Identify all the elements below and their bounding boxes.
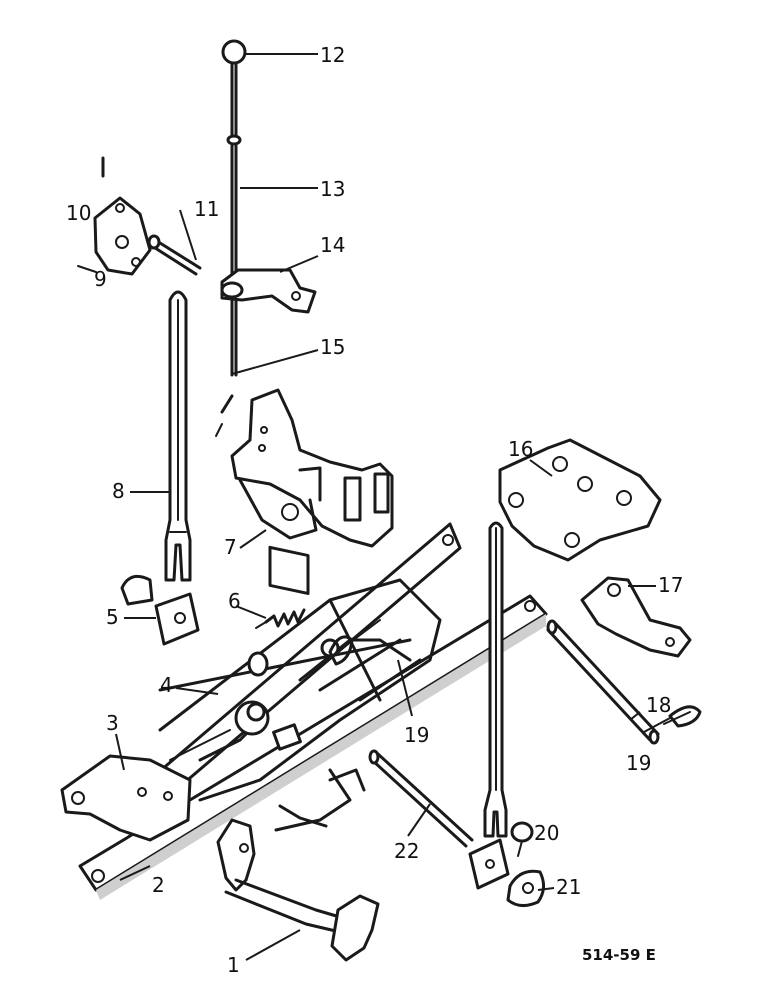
part-18-shaft <box>546 619 660 745</box>
callout-labels: 1 2 3 4 5 6 7 8 9 10 11 12 13 14 15 16 1… <box>66 43 683 977</box>
callout-10: 10 <box>66 201 91 225</box>
part-11-pin <box>147 234 202 276</box>
callout-5: 5 <box>106 605 119 629</box>
callout-6: 6 <box>228 589 241 613</box>
callout-4: 4 <box>160 673 173 697</box>
part-19-clip-pin-right <box>663 705 702 728</box>
part-6-spring <box>255 608 306 629</box>
part-16-top-plate <box>498 438 662 562</box>
part-5-block <box>120 574 200 646</box>
part-1-pedal-lever <box>216 818 380 962</box>
callout-20: 20 <box>534 821 559 845</box>
right-block <box>468 838 510 890</box>
callout-15: 15 <box>320 335 345 359</box>
callout-11: 11 <box>194 197 219 221</box>
callout-13: 13 <box>320 177 345 201</box>
part-3-end-bracket <box>60 754 192 842</box>
callout-18: 18 <box>646 693 671 717</box>
callout-9: 9 <box>94 267 107 291</box>
callout-19-right: 19 <box>626 751 651 775</box>
callout-21: 21 <box>556 875 581 899</box>
callout-2: 2 <box>152 873 165 897</box>
callout-7: 7 <box>224 535 237 559</box>
right-shift-lever <box>483 521 508 838</box>
part-9-clip <box>77 156 105 273</box>
part-12-knob <box>221 39 247 65</box>
callout-12: 12 <box>320 43 345 67</box>
callout-22: 22 <box>394 839 419 863</box>
part-7-shift-housing <box>230 388 394 596</box>
part-21-nut <box>506 869 545 907</box>
part-14-rod-bracket <box>220 268 317 314</box>
callout-17: 17 <box>658 573 683 597</box>
part-19-clip-pin-center <box>328 619 381 666</box>
part-15-screw <box>215 394 234 437</box>
callout-3: 3 <box>106 711 119 735</box>
callout-14: 14 <box>320 233 345 257</box>
callout-8: 8 <box>112 479 125 503</box>
inner-frame-assembly <box>158 578 442 832</box>
callout-16: 16 <box>508 437 533 461</box>
part-20-ring <box>510 821 534 857</box>
part-22-cross-shaft <box>368 749 474 848</box>
callout-19-center: 19 <box>404 723 429 747</box>
part-13-control-rod <box>226 62 242 377</box>
part-10-cam-plate <box>93 196 152 276</box>
part-17-side-bracket <box>580 576 692 658</box>
drawing-reference-code: 514-59 E <box>582 946 656 964</box>
leader-lines <box>115 53 671 961</box>
part-8-shift-lever <box>164 290 192 582</box>
callout-1: 1 <box>227 953 240 977</box>
